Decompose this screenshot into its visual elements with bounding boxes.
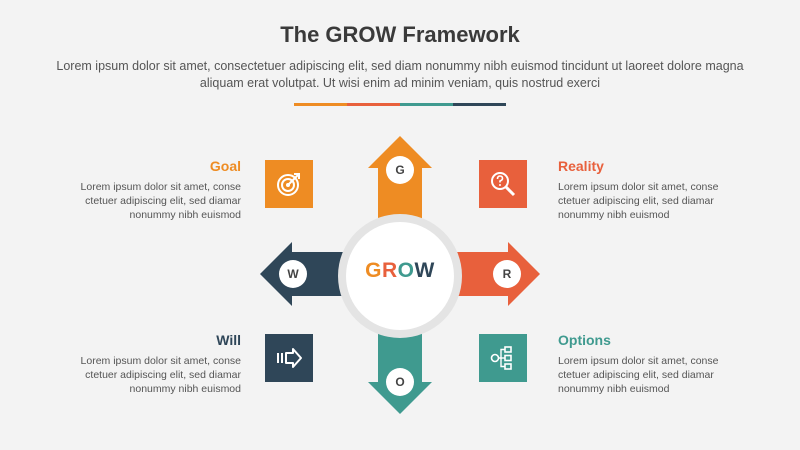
will-icon-box xyxy=(265,334,313,382)
center-grow-label: GROW xyxy=(350,259,450,283)
goal-icon-box xyxy=(265,160,313,208)
center-letter-o: O xyxy=(397,259,415,282)
divider-segment-options xyxy=(400,103,453,106)
center-letter-r: R xyxy=(382,259,398,282)
will-arrow xyxy=(260,242,360,306)
arrow-forward-icon xyxy=(268,337,310,379)
will-letter: W xyxy=(287,267,299,281)
divider-segment-reality xyxy=(347,103,400,106)
reality-icon-box xyxy=(479,160,527,208)
center-circle xyxy=(346,222,454,330)
center-letter-w: W xyxy=(414,259,435,282)
page-title: The GROW Framework xyxy=(280,22,520,47)
color-divider xyxy=(294,103,506,106)
magnifier-question-icon xyxy=(482,163,524,205)
options-description: Lorem ipsum dolor sit amet, conse ctetue… xyxy=(558,355,719,395)
goal-letter-badge xyxy=(386,156,414,184)
reality-heading: Reality xyxy=(558,158,604,174)
goal-heading: Goal xyxy=(209,158,241,174)
will-heading: Will xyxy=(216,332,241,348)
center-letter-g: G xyxy=(365,259,382,282)
reality-description: Lorem ipsum dolor sit amet, conse ctetue… xyxy=(558,181,719,221)
options-letter-badge xyxy=(386,368,414,396)
will-letter-badge xyxy=(279,260,307,288)
intro-text: Lorem ipsum dolor sit amet, consectetuer… xyxy=(56,59,744,90)
options-heading: Options xyxy=(558,332,611,348)
options-letter: O xyxy=(395,375,405,389)
options-icon-box xyxy=(479,334,527,382)
reality-letter: R xyxy=(502,267,512,281)
goal-letter: G xyxy=(395,163,405,177)
goal-description: Lorem ipsum dolor sit amet, conse ctetue… xyxy=(80,181,241,221)
will-description: Lorem ipsum dolor sit amet, conse ctetue… xyxy=(80,355,241,395)
divider-segment-will xyxy=(453,103,506,106)
reality-letter-badge xyxy=(493,260,521,288)
target-icon xyxy=(268,163,310,205)
decision-tree-icon xyxy=(482,337,524,379)
divider-segment-goal xyxy=(294,103,347,106)
reality-arrow xyxy=(440,242,540,306)
